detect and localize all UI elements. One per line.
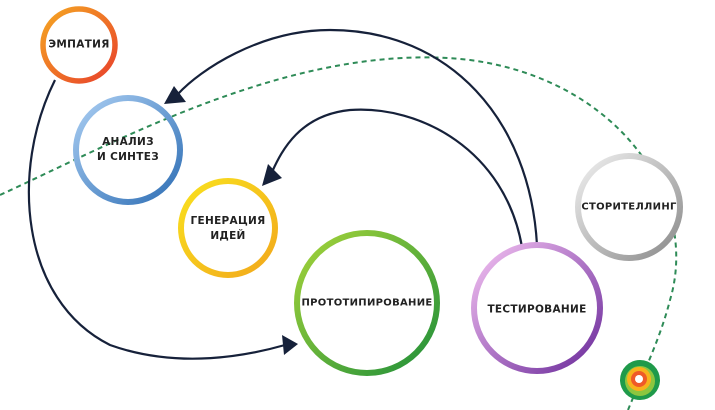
stage-label-ideation-line1: ГЕНЕРАЦИЯ	[190, 215, 266, 227]
stage-circle-prototyping	[294, 230, 440, 376]
stage-label-analysis-line2: И СИНТЕЗ	[97, 151, 159, 163]
dashed-journey-line	[0, 56, 678, 410]
stage-label-testing: ТЕСТИРОВАНИЕ	[487, 303, 587, 316]
stage-circle-ideation	[178, 178, 278, 278]
logo-icon	[620, 360, 660, 400]
stage-label-ideation-line2: ИДЕЙ	[210, 230, 246, 242]
stage-label-empathy: ЭМПАТИЯ	[48, 38, 110, 51]
stage-circle-testing	[471, 242, 603, 374]
arrow-head-prototyping	[282, 335, 298, 355]
stage-circle-empathy	[40, 6, 118, 84]
arrow-empathy-to-prototyping	[27, 79, 286, 360]
stage-circle-analysis	[73, 95, 183, 205]
stage-circle-storytelling	[575, 153, 683, 261]
arrow-testing-to-ideation	[270, 108, 524, 248]
arrow-testing-to-analysis	[177, 28, 539, 246]
arrow-head-analysis	[164, 86, 186, 104]
stage-label-analysis: АНАЛИЗ И СИНТЕЗ	[97, 135, 159, 165]
arrow-head-ideation	[262, 164, 282, 186]
stage-label-prototyping: ПРОТОТИПИРОВАНИЕ	[301, 297, 433, 309]
stage-label-ideation: ГЕНЕРАЦИЯ ИДЕЙ	[191, 214, 266, 244]
stage-label-storytelling: СТОРИТЕЛЛИНГ	[581, 201, 677, 213]
stage-label-analysis-line1: АНАЛИЗ	[102, 136, 154, 148]
